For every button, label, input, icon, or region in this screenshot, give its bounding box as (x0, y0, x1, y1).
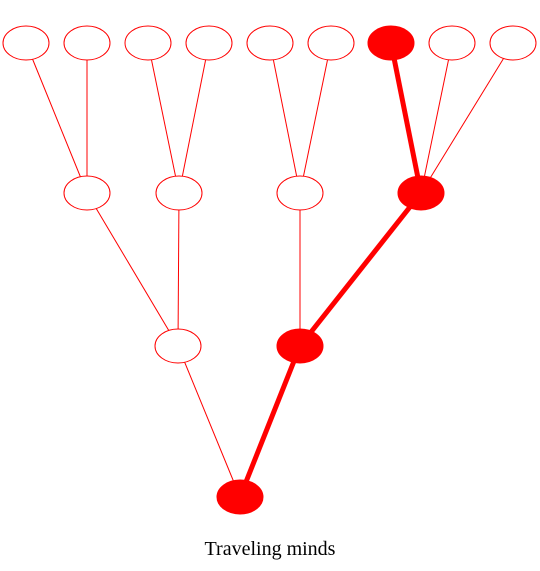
node-l8 (428, 25, 476, 61)
edge-m1-u1 (86, 192, 179, 347)
node-l7 (367, 25, 415, 61)
edge-u1-l1 (25, 42, 88, 194)
node-u1 (63, 175, 111, 211)
node-m1 (154, 328, 202, 364)
edges-layer (25, 42, 514, 498)
edge-u2-l4 (178, 42, 210, 194)
node-m2 (276, 328, 324, 364)
node-l5 (246, 25, 294, 61)
node-l6 (307, 25, 355, 61)
edge-root-m2 (237, 345, 303, 498)
tree-diagram (2, 25, 537, 515)
edge-u3-l5 (269, 42, 301, 194)
edge-root-m1 (177, 345, 241, 498)
node-l9 (489, 25, 537, 61)
edge-u3-l6 (299, 42, 332, 194)
diagram-caption: Traveling minds (204, 538, 336, 560)
node-u4 (397, 175, 445, 211)
nodes-layer (2, 25, 537, 515)
edge-u4-l9 (420, 42, 514, 194)
node-l1 (2, 25, 50, 61)
node-u2 (155, 175, 203, 211)
edge-m2-u4 (298, 191, 423, 348)
edge-u2-l3 (147, 42, 180, 194)
node-u3 (276, 175, 324, 211)
edge-m1-u2 (177, 192, 180, 347)
edge-u4-l8 (420, 42, 453, 194)
node-l2 (63, 25, 111, 61)
edge-u4-l7 (388, 42, 424, 194)
node-l3 (124, 25, 172, 61)
node-root (216, 479, 264, 515)
node-l4 (185, 25, 233, 61)
